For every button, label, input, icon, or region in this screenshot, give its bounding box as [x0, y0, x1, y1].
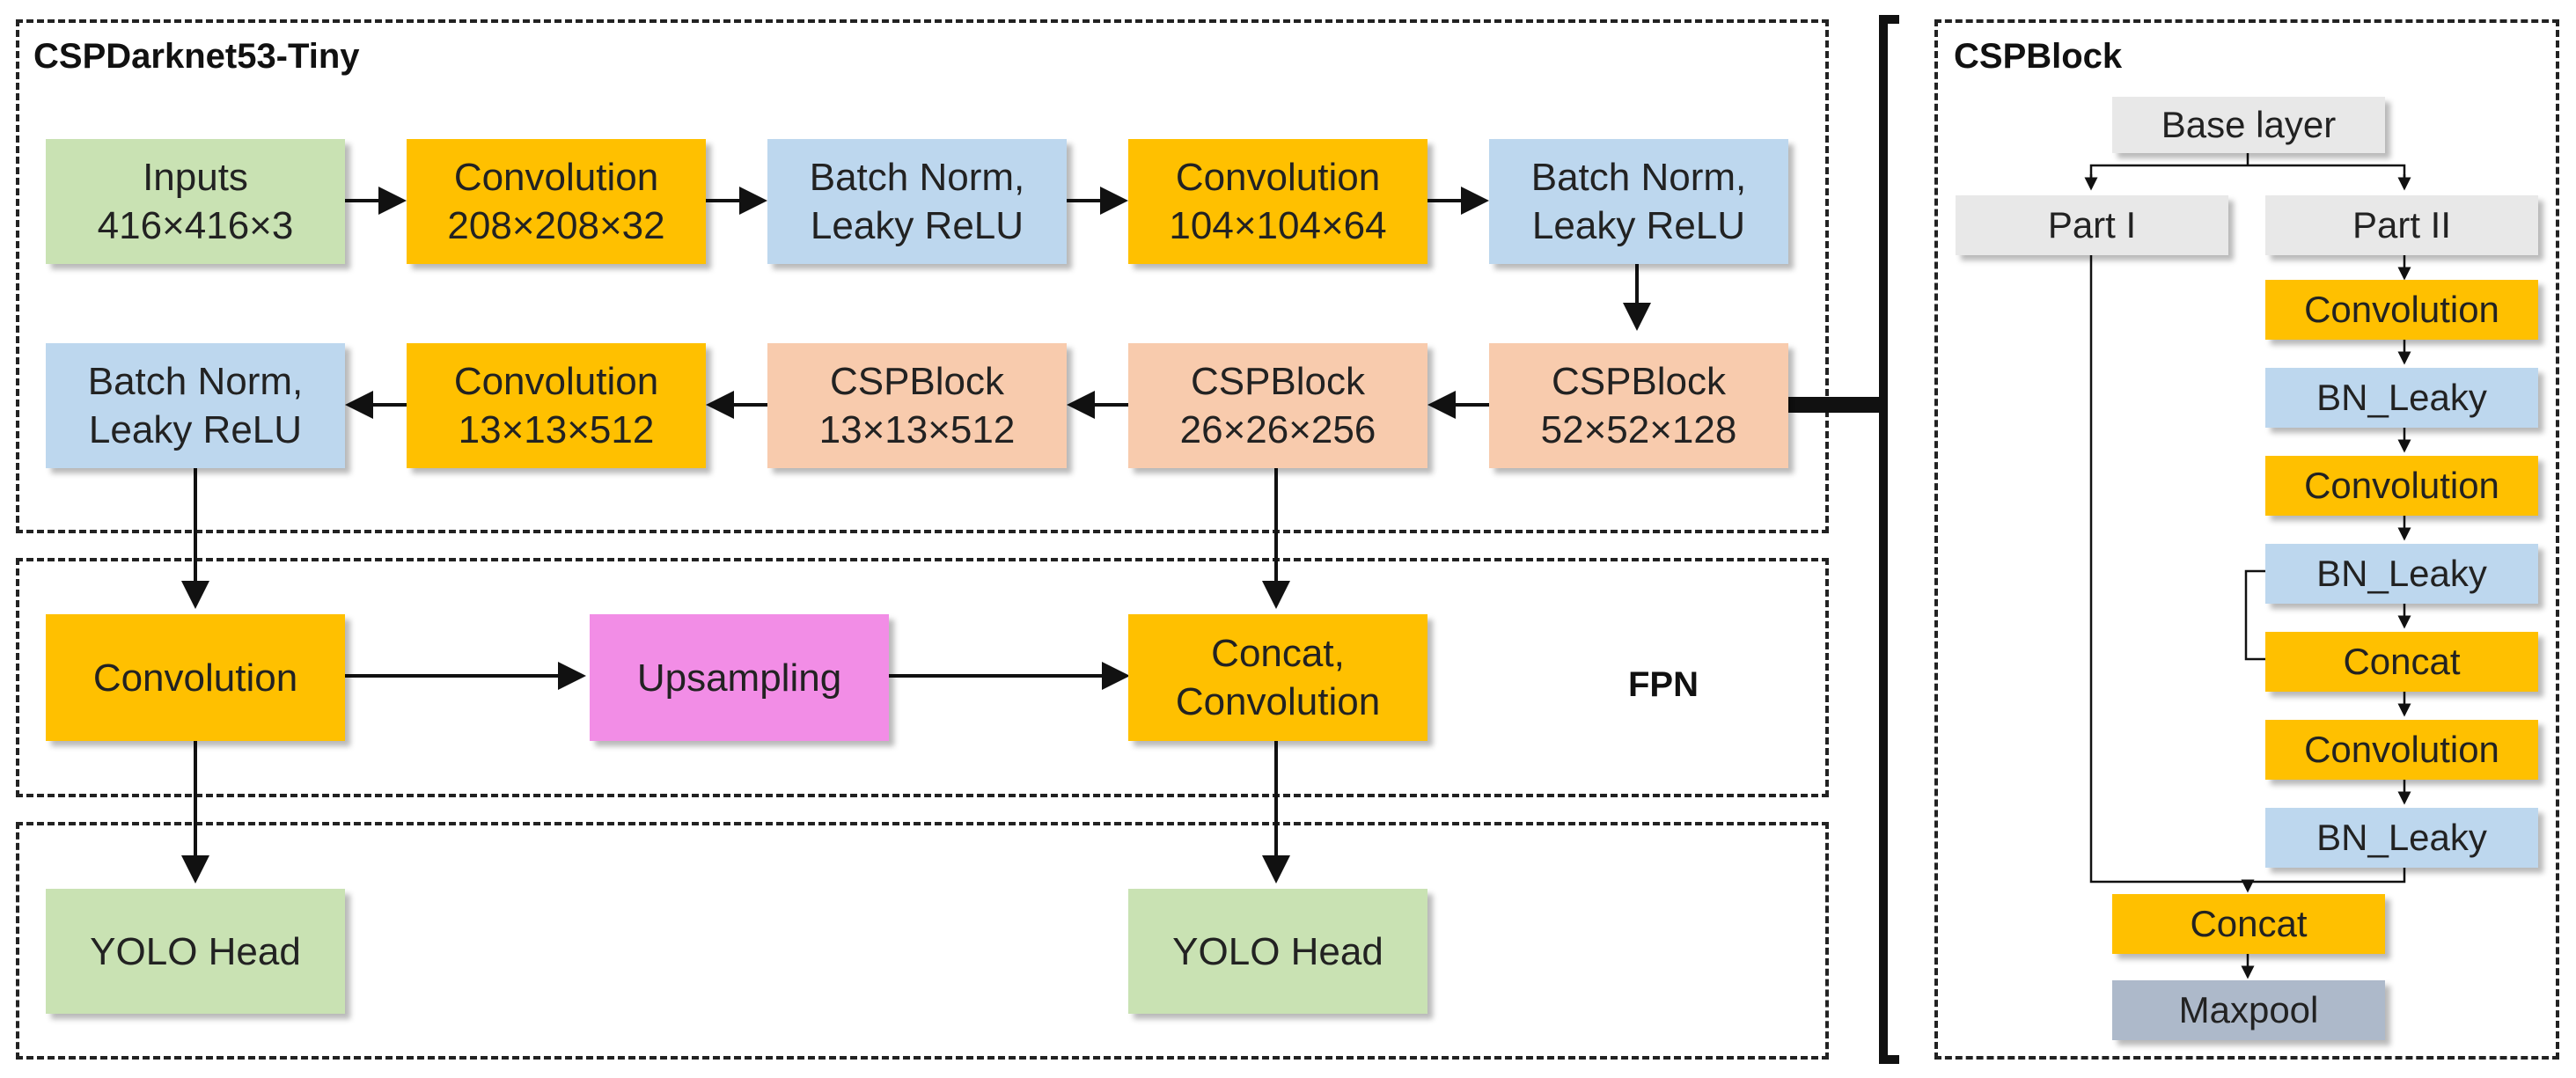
yolo-head-1: YOLO Head	[46, 889, 345, 1014]
backbone-title: CSPDarknet53-Tiny	[33, 37, 360, 76]
fpn-panel	[16, 558, 1829, 797]
csp-bn-leaky-node-b: BN_Leaky	[2265, 544, 2538, 604]
csp-bn-leaky-node-c: BN_Leaky	[2265, 808, 2538, 868]
cspblock-title: CSPBlock	[1954, 37, 2123, 76]
batchnorm-node-2: Batch Norm, Leaky ReLU	[1489, 139, 1788, 264]
concat-convolution-node: Concat, Convolution	[1128, 614, 1427, 741]
csp-convolution-node-c: Convolution	[2265, 720, 2538, 780]
cspblock-node-1: CSPBlock 52×52×128	[1489, 343, 1788, 468]
cspblock-panel	[1934, 19, 2559, 1060]
convolution-node-3: Convolution 13×13×512	[407, 343, 706, 468]
inputs-node: Inputs 416×416×3	[46, 139, 345, 264]
csp-convolution-node-b: Convolution	[2265, 456, 2538, 516]
heads-panel	[16, 822, 1829, 1060]
maxpool-node: Maxpool	[2112, 980, 2385, 1040]
batchnorm-node-1: Batch Norm, Leaky ReLU	[767, 139, 1067, 264]
convolution-node-1: Convolution 208×208×32	[407, 139, 706, 264]
yolo-head-2: YOLO Head	[1128, 889, 1427, 1014]
fpn-convolution-node: Convolution	[46, 614, 345, 741]
cspblock-node-3: CSPBlock 13×13×512	[767, 343, 1067, 468]
convolution-node-2: Convolution 104×104×64	[1128, 139, 1427, 264]
csp-convolution-node-a: Convolution	[2265, 280, 2538, 340]
split-line	[2089, 164, 2406, 178]
part1-node: Part I	[1956, 195, 2228, 255]
backbone-panel	[16, 19, 1829, 533]
part2-node: Part II	[2265, 195, 2538, 255]
csp-bn-leaky-node-a: BN_Leaky	[2265, 368, 2538, 428]
base-layer-node: Base layer	[2112, 97, 2385, 153]
csp-concat-node-outer: Concat	[2112, 894, 2385, 954]
csp-concat-node-inner: Concat	[2265, 632, 2538, 692]
batchnorm-node-3: Batch Norm, Leaky ReLU	[46, 343, 345, 468]
cspblock-node-2: CSPBlock 26×26×256	[1128, 343, 1427, 468]
bn3-to-concat	[2248, 868, 2406, 884]
bracket	[1879, 15, 1899, 1064]
part1-path	[2089, 255, 2255, 893]
upsampling-node: Upsampling	[590, 614, 889, 741]
fpn-title: FPN	[1628, 665, 1699, 704]
